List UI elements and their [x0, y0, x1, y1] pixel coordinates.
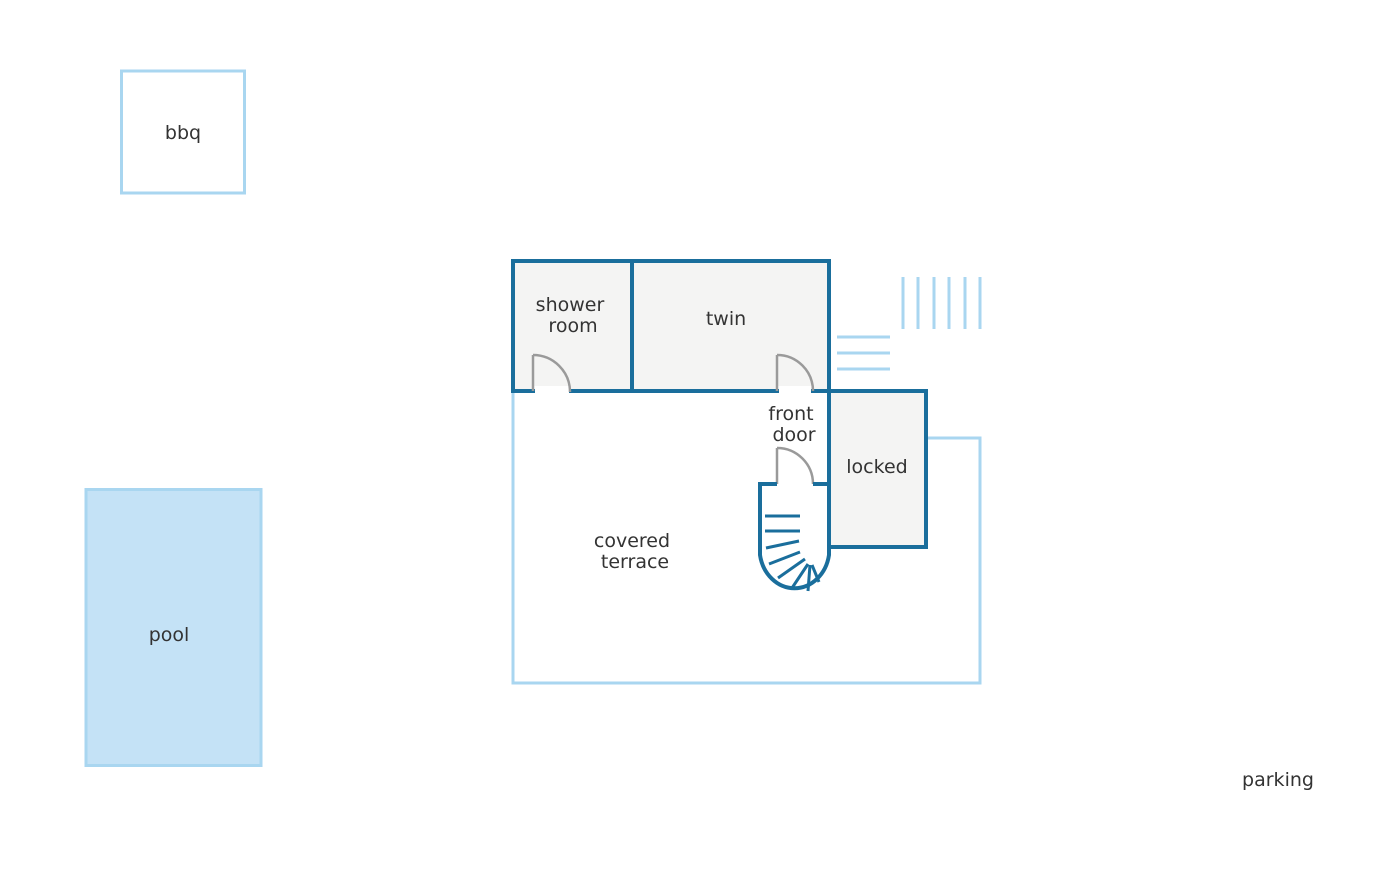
twin-door-opening	[777, 386, 813, 396]
bbq-area	[120, 69, 246, 195]
front-door	[775, 446, 815, 485]
covered-terrace-label: covered terrace	[594, 530, 676, 573]
twin-room	[632, 261, 829, 391]
parking-label: parking	[1242, 769, 1314, 791]
exterior-steps-horizontal	[837, 335, 890, 371]
shower-room-door	[531, 353, 572, 393]
locked-label: locked	[846, 456, 907, 478]
front-door-label: front door	[768, 403, 819, 446]
twin-room-door	[775, 353, 815, 392]
shower-door-opening	[533, 386, 571, 396]
locked-room	[829, 391, 926, 547]
shower-room-label: shower room	[536, 294, 611, 337]
pool-label: pool	[149, 624, 190, 646]
twin-label: twin	[706, 308, 746, 330]
pool	[84, 488, 263, 767]
covered-terrace-outline	[511, 391, 982, 685]
spiral-staircase	[758, 482, 831, 591]
stair-treads	[765, 514, 821, 592]
bbq-label: bbq	[165, 122, 201, 144]
exterior-steps-vertical	[901, 277, 982, 329]
